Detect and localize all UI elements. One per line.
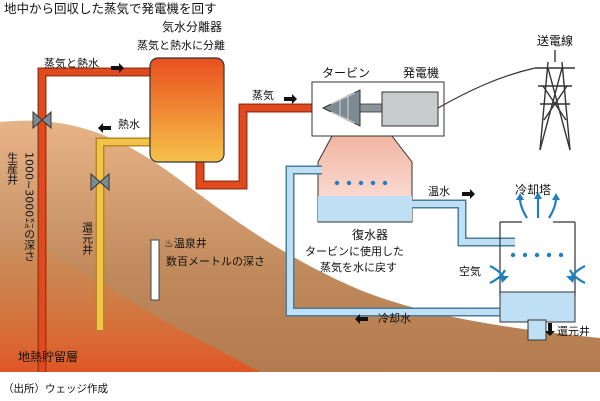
condenser-desc-1: タービンに使用した — [305, 245, 404, 258]
cooling-water-label: 冷却水 — [378, 312, 411, 325]
generator-label: 発電機 — [403, 66, 440, 80]
valve-icon — [32, 110, 52, 130]
cooling-tower — [499, 221, 576, 341]
air-label: 空気 — [459, 265, 481, 278]
production-depth-label: 1000~3000㍍の深さ — [22, 152, 36, 262]
hot-water-label: 熱水 — [118, 118, 140, 131]
source-note: （出所）ウェッジ作成 — [3, 383, 108, 395]
separator-label: 気水分離器 — [162, 20, 223, 34]
hot-spring-well-label: ♨温泉井 — [164, 237, 207, 250]
steam-label: 蒸気 — [252, 89, 274, 102]
condenser-desc-2: 蒸気を水に戻す — [320, 261, 397, 274]
page-title: 地中から回収した蒸気で発電機を回す — [4, 1, 217, 16]
power-line-wire — [437, 67, 536, 109]
arrow-heads — [500, 192, 575, 283]
production-well-label: 生産井 — [5, 152, 19, 185]
power-tower-icon — [535, 50, 575, 151]
valve-icon — [90, 172, 110, 192]
turbine-label: タービン — [322, 66, 371, 80]
steam-hot-water-label: 蒸気と熱水 — [44, 57, 99, 70]
generator-icon — [381, 91, 439, 127]
power-line-label: 送電線 — [537, 34, 574, 48]
hot-spring-depth-label: 数百メートルの深さ — [166, 255, 265, 268]
cooling-tower-label: 冷却塔 — [515, 183, 552, 197]
return-well-label: 還元井 — [80, 222, 94, 255]
reservoir-label: 地熱貯留層 — [18, 350, 79, 364]
separator-vessel — [149, 57, 225, 163]
hot-spring-well — [150, 239, 160, 301]
separator-desc: 蒸気と熱水に分離 — [137, 39, 225, 52]
condenser-label: 復水器 — [352, 228, 389, 242]
flow-arrows — [98, 63, 555, 336]
spray-drops — [334, 180, 388, 186]
return-well-bottom-label: 還元井 — [557, 325, 590, 338]
ground — [0, 120, 600, 373]
warm-water-label: 温水 — [428, 185, 450, 198]
reservoir-layer — [0, 230, 260, 372]
